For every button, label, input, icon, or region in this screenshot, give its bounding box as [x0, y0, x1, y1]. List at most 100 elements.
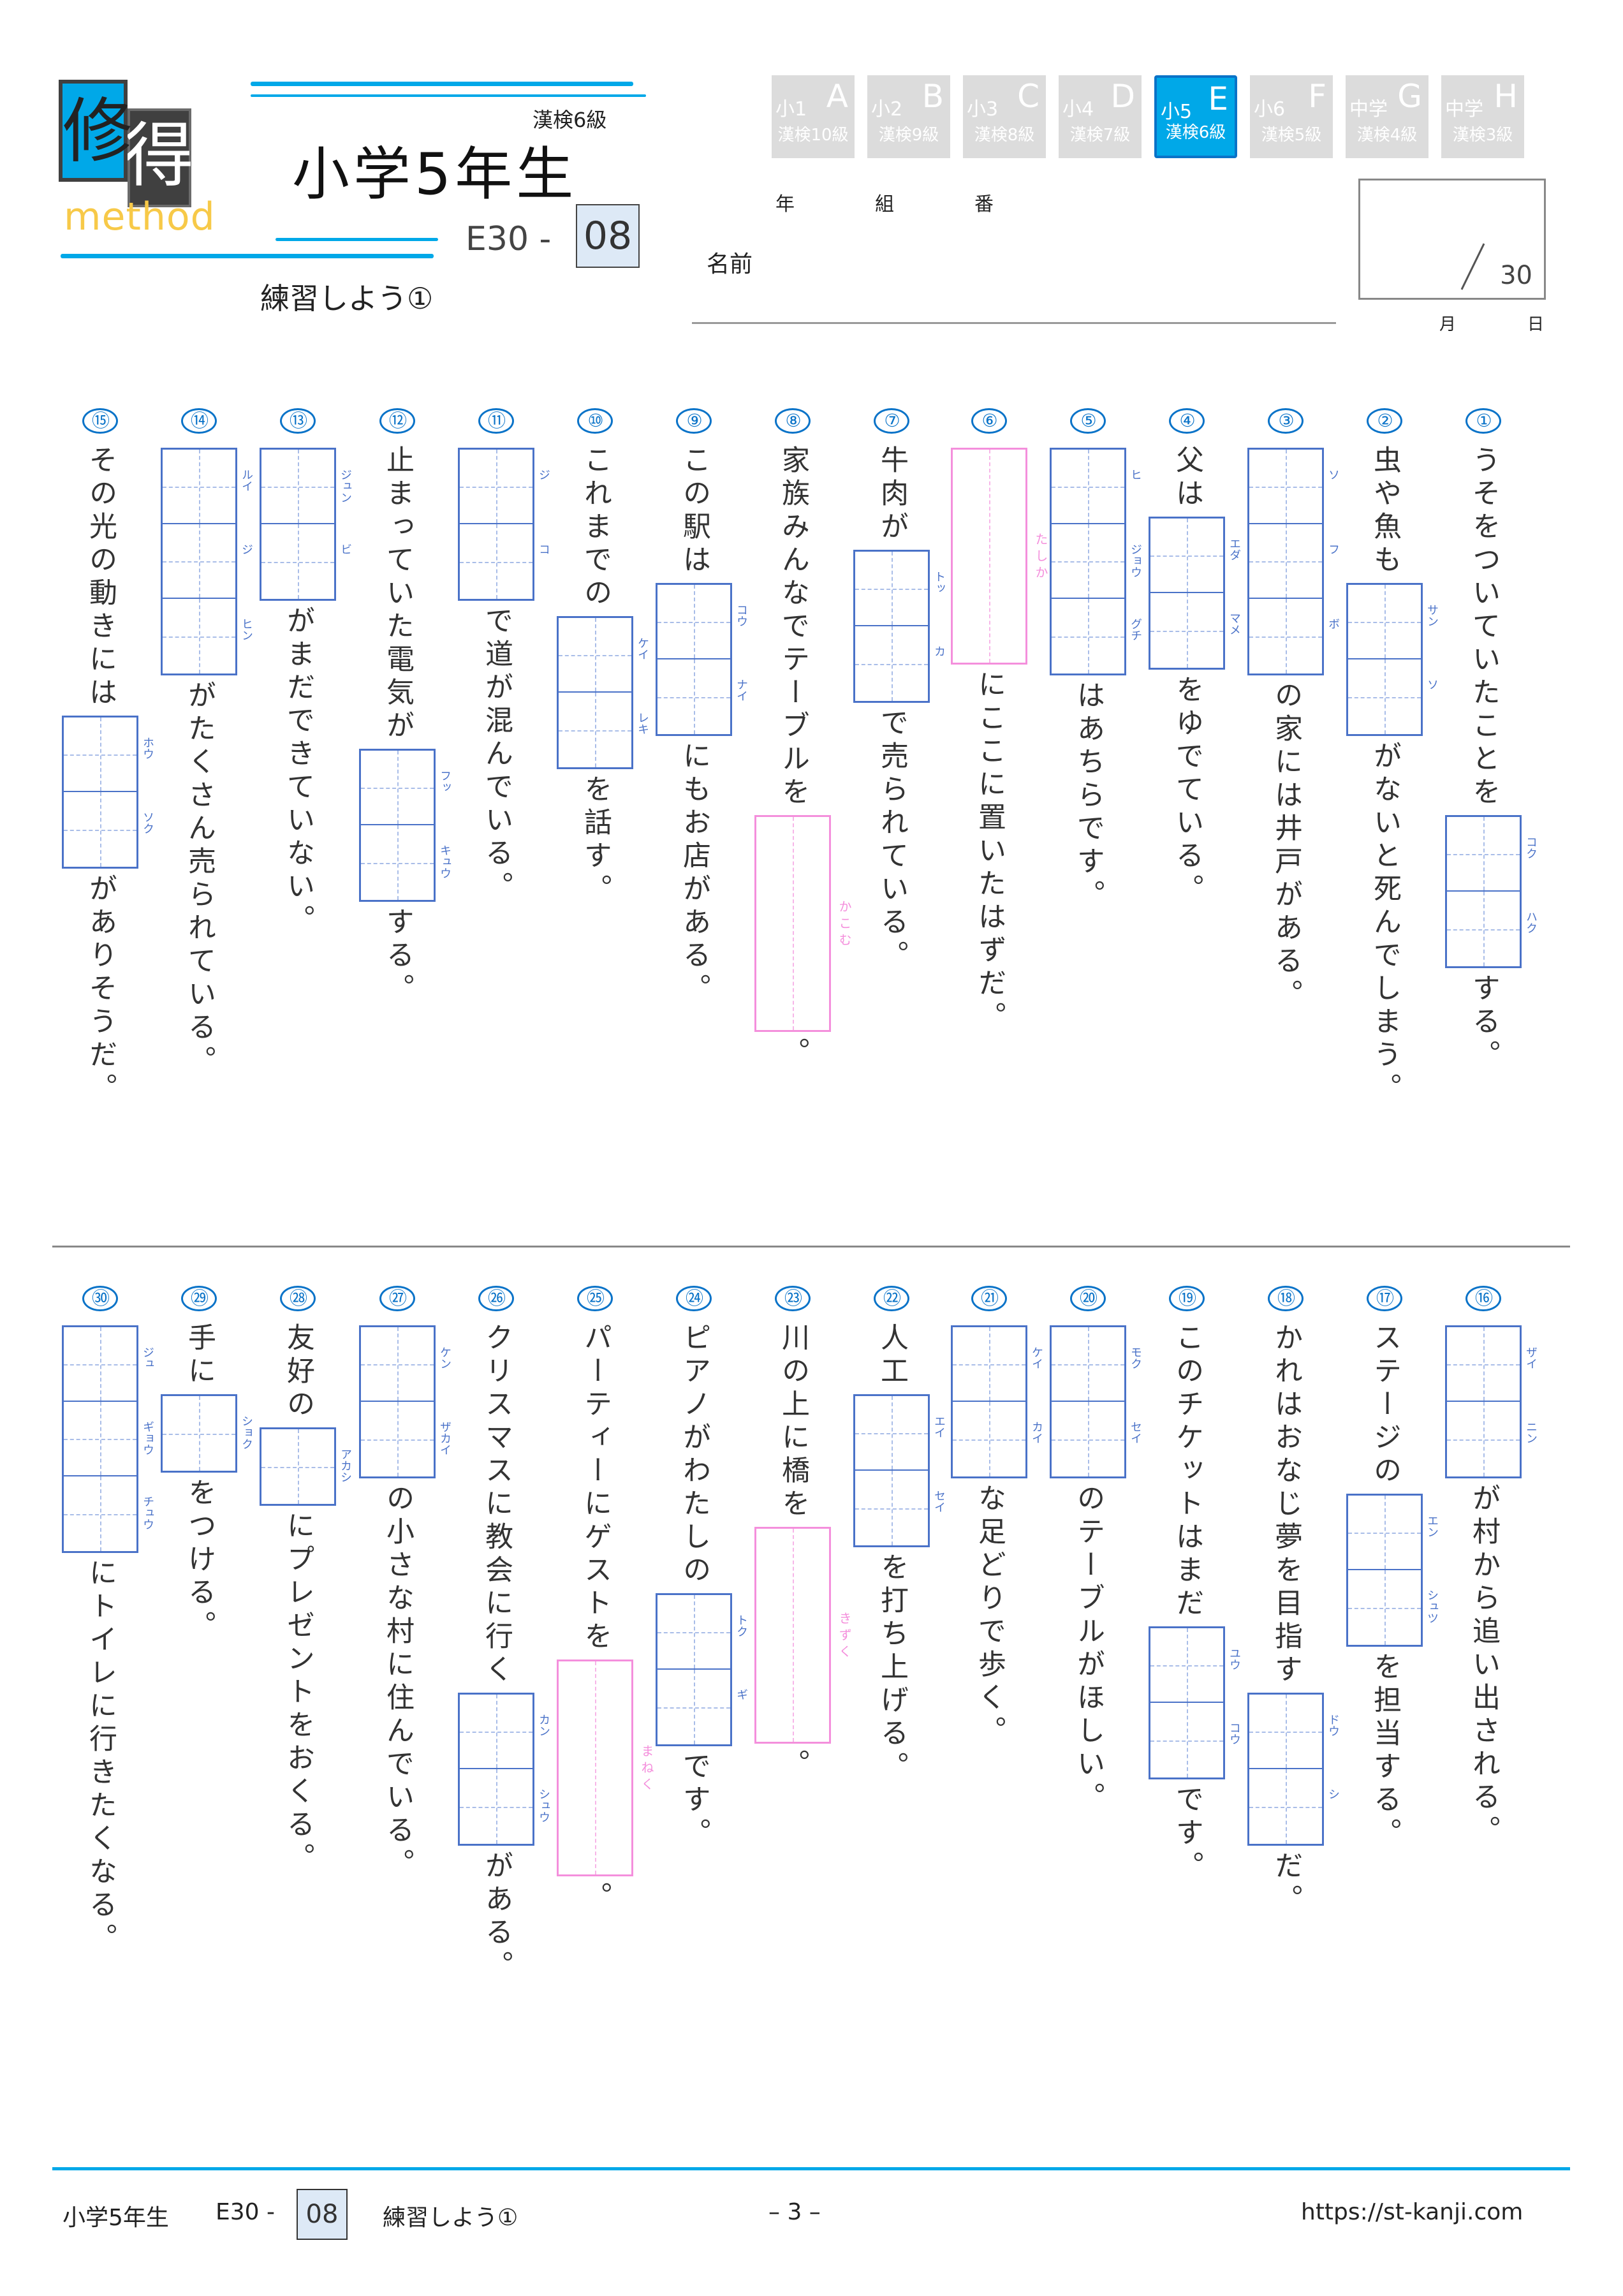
kanji-cell[interactable]: フ	[1249, 524, 1340, 599]
kanji-answer-box[interactable]: ルイジヒン	[161, 448, 253, 675]
okurigana-answer-box[interactable]: かこむ	[754, 815, 852, 1032]
kanji-cell[interactable]: カン	[460, 1695, 550, 1769]
score-box[interactable]: 30	[1358, 179, 1546, 300]
kanji-cell[interactable]: カイ	[953, 1402, 1043, 1476]
kanji-cell[interactable]: レキ	[559, 693, 649, 767]
kanji-answer-box[interactable]: ケンザカイ	[359, 1325, 452, 1478]
kanji-cell[interactable]: セイ	[855, 1471, 946, 1545]
kanji-cell[interactable]: ルイ	[163, 450, 253, 524]
kanji-cell[interactable]: ケイ	[559, 618, 649, 693]
kanji-cell[interactable]: ジ	[460, 450, 550, 524]
kanji-cell[interactable]: トッ	[855, 552, 946, 626]
kanji-answer-box[interactable]: エンシュツ	[1346, 1494, 1439, 1647]
kanji-answer-box[interactable]: エダマメ	[1149, 517, 1241, 670]
kanji-cell[interactable]: マメ	[1150, 593, 1241, 668]
kanji-cell[interactable]: コク	[1447, 817, 1538, 892]
kanji-answer-box[interactable]: トッカ	[853, 550, 946, 703]
kanji-cell[interactable]: ユウ	[1150, 1628, 1241, 1703]
question-text-after: にプレゼントをおくる。	[282, 1511, 314, 1876]
okurigana-answer-box[interactable]: まねく	[557, 1659, 654, 1876]
kanji-answer-box[interactable]: コウナイ	[656, 583, 748, 736]
tab-grade: 小1	[775, 98, 807, 121]
okurigana-answer-box[interactable]: きずく	[754, 1527, 852, 1744]
kanji-cell[interactable]: コ	[460, 524, 550, 599]
kanji-cell[interactable]: シュツ	[1348, 1570, 1439, 1645]
okurigana-answer-box[interactable]: たしか	[951, 448, 1048, 665]
kanji-cell[interactable]: ジョウ	[1052, 524, 1142, 599]
kanji-answer-box[interactable]: ケイレキ	[557, 616, 649, 769]
kanji-cell[interactable]: ナイ	[657, 659, 748, 734]
kanji-answer-box[interactable]: サンソ	[1346, 583, 1439, 736]
kanji-answer-box[interactable]: ユウコウ	[1149, 1626, 1241, 1779]
kanji-cell[interactable]: ホウ	[64, 718, 154, 792]
kanji-cell[interactable]: ショク	[163, 1396, 253, 1471]
kanji-cell[interactable]: ニン	[1447, 1402, 1538, 1476]
kanji-cell[interactable]: アカシ	[261, 1429, 352, 1504]
kanji-cell[interactable]: ジュン	[261, 450, 352, 524]
kanji-answer-box[interactable]: ジュンビ	[260, 448, 352, 601]
kanji-cell[interactable]: ビ	[261, 524, 352, 599]
kanji-cell[interactable]: エダ	[1150, 519, 1241, 593]
kanji-cell[interactable]: キュウ	[361, 825, 452, 900]
kanji-cell[interactable]: チュウ	[64, 1476, 154, 1551]
name-input-line[interactable]	[692, 322, 1336, 324]
kanji-answer-box[interactable]: ショク	[161, 1394, 253, 1473]
kanji-cell[interactable]: ジ	[163, 524, 253, 599]
kanji-cell[interactable]: ケイ	[953, 1327, 1043, 1402]
kanji-cell[interactable]: シュウ	[460, 1769, 550, 1844]
kanji-cell[interactable]: ザカイ	[361, 1402, 452, 1476]
kanji-cell[interactable]: ハク	[1447, 892, 1538, 966]
question-text-after: です。	[678, 1751, 710, 1851]
kanji-cell[interactable]: ドウ	[1249, 1695, 1340, 1769]
kanji-answer-box[interactable]: ヒジョウグチ	[1050, 448, 1142, 675]
furigana-reading: マメ	[1228, 612, 1241, 635]
kanji-cell[interactable]: カ	[855, 626, 946, 701]
kanji-answer-box[interactable]: ザイニン	[1445, 1325, 1538, 1478]
kanji-answer-box[interactable]: ジュギョウチュウ	[62, 1325, 154, 1553]
kanji-answer-box[interactable]: ソフボ	[1247, 448, 1340, 675]
kanji-answer-box[interactable]: ケイカイ	[951, 1325, 1043, 1478]
kanji-cell[interactable]: ソク	[64, 792, 154, 867]
kanji-cell[interactable]: ギ	[657, 1670, 748, 1744]
kanji-cell[interactable]: シ	[1249, 1769, 1340, 1844]
kanji-cell[interactable]: ジュ	[64, 1327, 154, 1402]
kanji-answer-box[interactable]: ホウソク	[62, 716, 154, 869]
kanji-cell[interactable]: ヒン	[163, 599, 253, 673]
kanji-cell[interactable]: モク	[1052, 1327, 1142, 1402]
kanji-cell[interactable]: グチ	[1052, 599, 1142, 673]
kanji-cell[interactable]: ギョウ	[64, 1402, 154, 1476]
kanji-cell[interactable]: コウ	[657, 585, 748, 659]
kanji-cell[interactable]: セイ	[1052, 1402, 1142, 1476]
kanji-answer-box[interactable]: フッキュウ	[359, 749, 452, 902]
kanji-answer-box[interactable]: トクギ	[656, 1593, 748, 1746]
kanji-cell[interactable]: ヒ	[1052, 450, 1142, 524]
kanji-cell[interactable]: コウ	[1150, 1703, 1241, 1777]
kanji-answer-box[interactable]: カンシュウ	[458, 1693, 550, 1846]
kanji-answer-box[interactable]: アカシ	[260, 1427, 352, 1506]
kanji-cell[interactable]: エイ	[855, 1396, 946, 1471]
kanji-cell[interactable]: ソ	[1249, 450, 1340, 524]
kanji-cell[interactable]: ケン	[361, 1327, 452, 1402]
kanji-answer-box[interactable]: ドウシ	[1247, 1693, 1340, 1846]
kanji-cell[interactable]: サン	[1348, 585, 1439, 659]
kanji-cell[interactable]: ソ	[1348, 659, 1439, 734]
site-url-link[interactable]: https://st-kanji.com	[1301, 2199, 1524, 2225]
tab-letter: H	[1494, 78, 1518, 115]
kanji-cell[interactable]: エン	[1348, 1496, 1439, 1570]
kanji-answer-box[interactable]: モクセイ	[1050, 1325, 1142, 1478]
kanji-cell[interactable]: トク	[657, 1595, 748, 1670]
kanji-answer-box[interactable]: コクハク	[1445, 815, 1538, 968]
kanji-cell[interactable]: フッ	[361, 751, 452, 825]
kanji-cell[interactable]: ザイ	[1447, 1327, 1538, 1402]
kanji-answer-box[interactable]: エイセイ	[853, 1394, 946, 1547]
kanji-cell[interactable]: ボ	[1249, 599, 1340, 673]
kanji-answer-box[interactable]: ジコ	[458, 448, 550, 601]
